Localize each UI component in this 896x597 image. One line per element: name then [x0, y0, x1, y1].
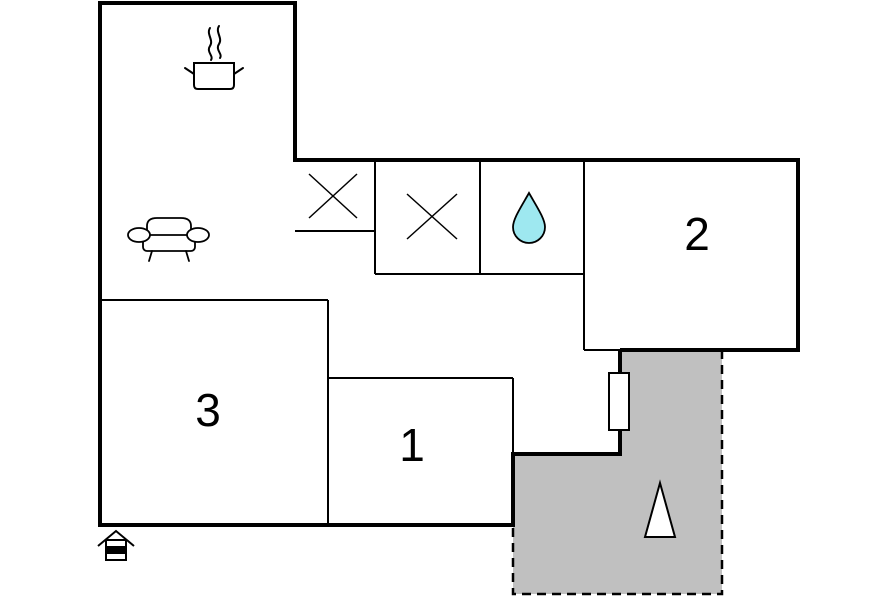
interior-walls — [100, 160, 620, 525]
room-label-2: 2 — [684, 208, 710, 260]
entrance-house-icon — [97, 529, 135, 561]
room-label-3: 3 — [195, 384, 221, 436]
water-drop-icon — [512, 191, 546, 244]
toilet-x-icon — [308, 173, 358, 219]
exterior-walls — [98, 1, 800, 527]
cooking-pot-icon — [184, 25, 244, 90]
room-label-1: 1 — [399, 419, 425, 471]
sofa-icon — [127, 217, 210, 262]
toilet-x-icon-2 — [406, 193, 458, 240]
terrace-triangle-icon — [643, 479, 677, 538]
radiator-icon — [608, 372, 630, 431]
